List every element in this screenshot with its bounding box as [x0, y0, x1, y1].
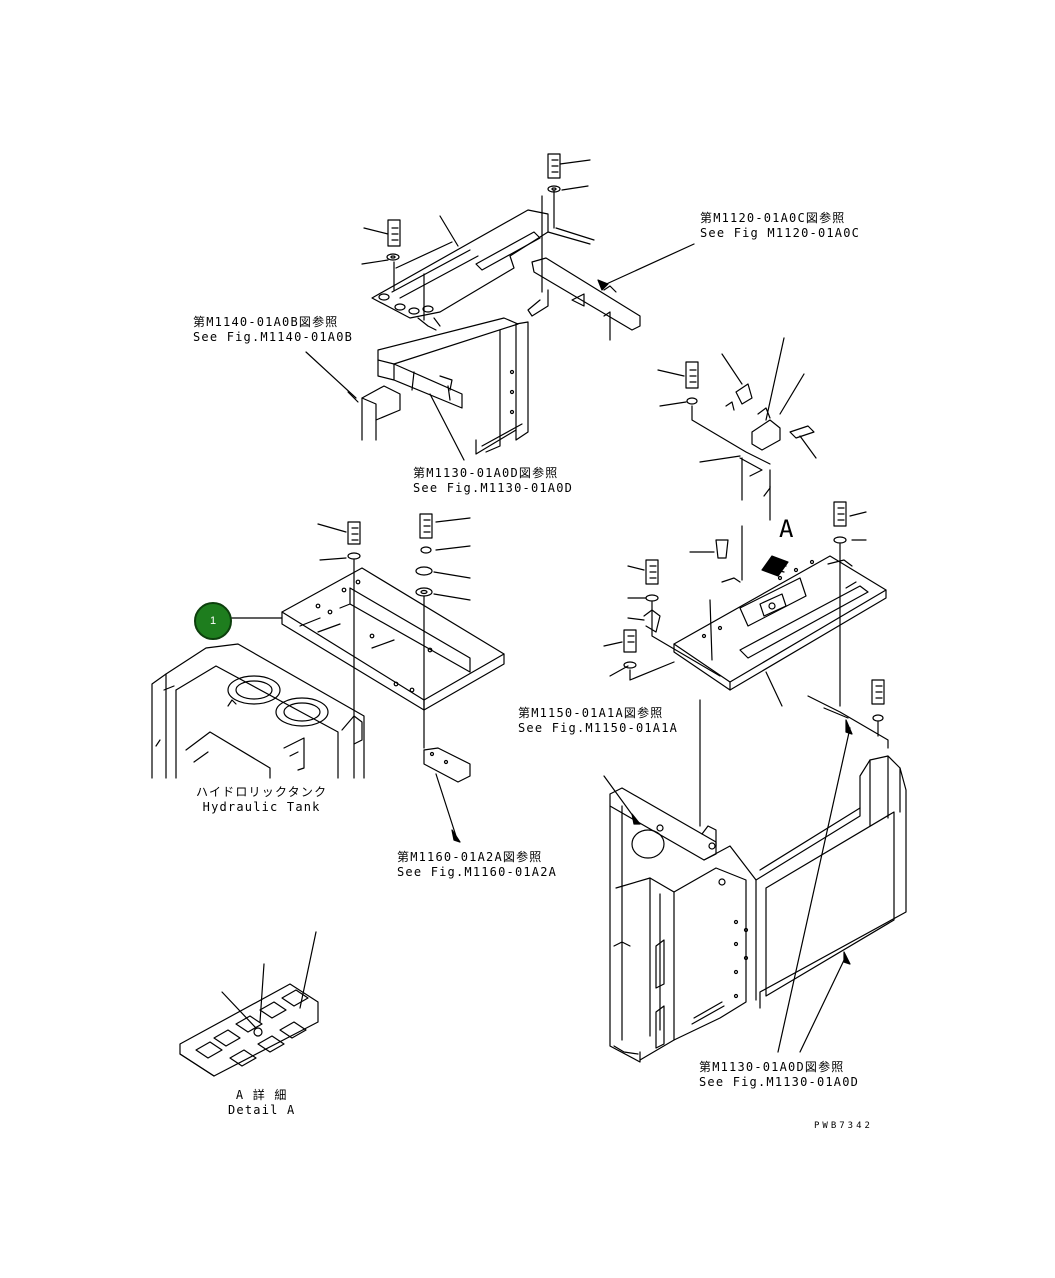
top-bolts: [386, 153, 561, 321]
detail-a-label: A 詳 細 Detail A: [228, 1088, 295, 1118]
ref-m1120-en: See Fig M1120-01A0C: [700, 226, 861, 240]
hydraulic-tank-ja: ハイドロリックタンク: [196, 785, 328, 799]
ref-m1140-en: See Fig.M1140-01A0B: [193, 330, 354, 344]
ref-m1130-top-en: See Fig.M1130-01A0D: [413, 481, 574, 495]
hydraulic-tank: [151, 643, 365, 779]
upper-frame-column: [361, 317, 529, 455]
ref-m1160-ja: 第M1160-01A2A図参照: [397, 850, 543, 864]
arrowhead: [845, 719, 853, 735]
view-a-marker: A: [779, 515, 794, 543]
arrowhead: [631, 813, 641, 825]
arrowhead: [597, 279, 609, 291]
lower-leader-lines: [603, 727, 851, 1053]
ref-m1130-top-ja: 第M1130-01A0D図参照: [413, 466, 559, 480]
hydraulic-tank-label: ハイドロリックタンク Hydraulic Tank: [196, 785, 327, 815]
radiator-top-plate: [673, 555, 887, 707]
ref-m1150-en: See Fig.M1150-01A1A: [518, 721, 679, 735]
arrowhead: [843, 951, 851, 965]
lower-middle-bracket: [423, 747, 471, 837]
detail-a-ja: A 詳 細: [235, 1088, 288, 1102]
part-callout-1[interactable]: 1: [194, 602, 232, 640]
middle-bolts-washers: [317, 513, 471, 779]
ref-m1150-ja: 第M1150-01A1A図参照: [518, 706, 664, 720]
view-a-arrow: [761, 555, 789, 577]
cover-plate-part-1: [281, 567, 505, 711]
arrowhead: [451, 829, 461, 843]
arrowhead: [347, 391, 359, 403]
ref-m1160: 第M1160-01A2A図参照 See Fig.M1160-01A2A: [397, 850, 557, 880]
detail-a-en: Detail A: [228, 1103, 296, 1117]
ref-m1160-en: See Fig.M1160-01A2A: [397, 865, 558, 879]
clamp-assembly: [657, 337, 817, 501]
top-leader-lines: [305, 159, 695, 461]
hydraulic-tank-en: Hydraulic Tank: [202, 800, 321, 814]
ref-m1150: 第M1150-01A1A図参照 See Fig.M1150-01A1A: [518, 706, 678, 736]
ref-m1130-bottom: 第M1130-01A0D図参照 See Fig.M1130-01A0D: [699, 1060, 859, 1090]
radiator-frame: [609, 699, 907, 1063]
ref-m1130-top: 第M1130-01A0D図参照 See Fig.M1130-01A0D: [413, 466, 573, 496]
ref-m1140: 第M1140-01A0B図参照 See Fig.M1140-01A0B: [193, 315, 353, 345]
ref-m1130-bottom-en: See Fig.M1130-01A0D: [699, 1075, 860, 1089]
ref-m1140-ja: 第M1140-01A0B図参照: [193, 315, 339, 329]
ref-m1130-bottom-ja: 第M1130-01A0D図参照: [699, 1060, 845, 1074]
right-middle-bolts: [603, 485, 889, 749]
ref-m1120: 第M1120-01A0C図参照 See Fig M1120-01A0C: [700, 211, 860, 241]
ref-m1120-ja: 第M1120-01A0C図参照: [700, 211, 846, 225]
detail-a-drawing: [179, 931, 319, 1077]
top-cover-plate: [371, 209, 595, 331]
top-bracket-right: [527, 257, 641, 341]
drawing-number: PWB7342: [814, 1121, 873, 1131]
